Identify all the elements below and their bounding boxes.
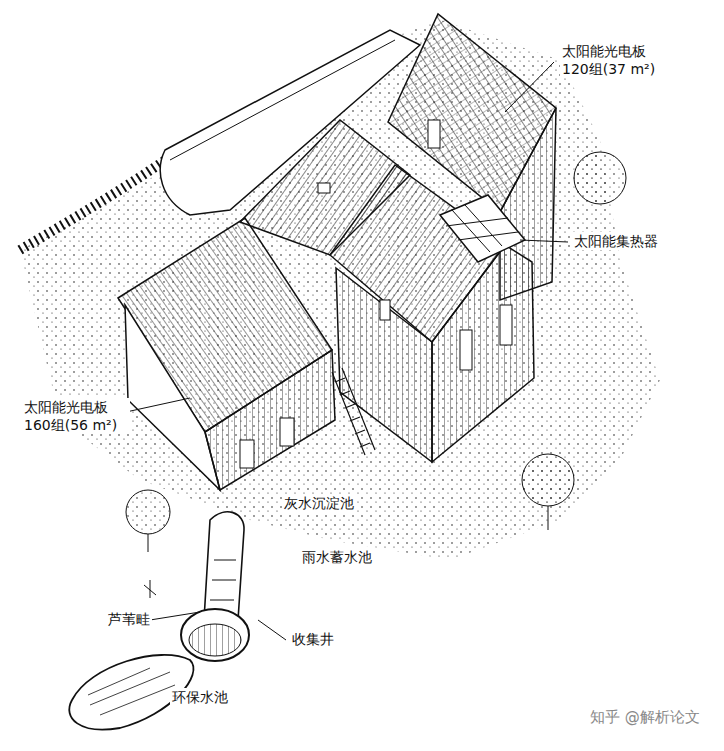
part-label: 太阳能光电板 120组(37 m²) (560, 42, 668, 78)
part-label: 环保水池 (170, 688, 230, 706)
part-label: 太阳能集热器 (572, 232, 660, 250)
part-label: 太阳能光电板 160组(56 m²) (22, 398, 130, 434)
part-label: 雨水蓄水池 (300, 548, 374, 566)
part-label: 灰水沉淀池 (282, 494, 356, 512)
part-label: 收集井 (290, 630, 336, 648)
part-label: 芦苇畦 (106, 610, 152, 628)
watermark: 知乎 @解析论文 (588, 708, 702, 728)
